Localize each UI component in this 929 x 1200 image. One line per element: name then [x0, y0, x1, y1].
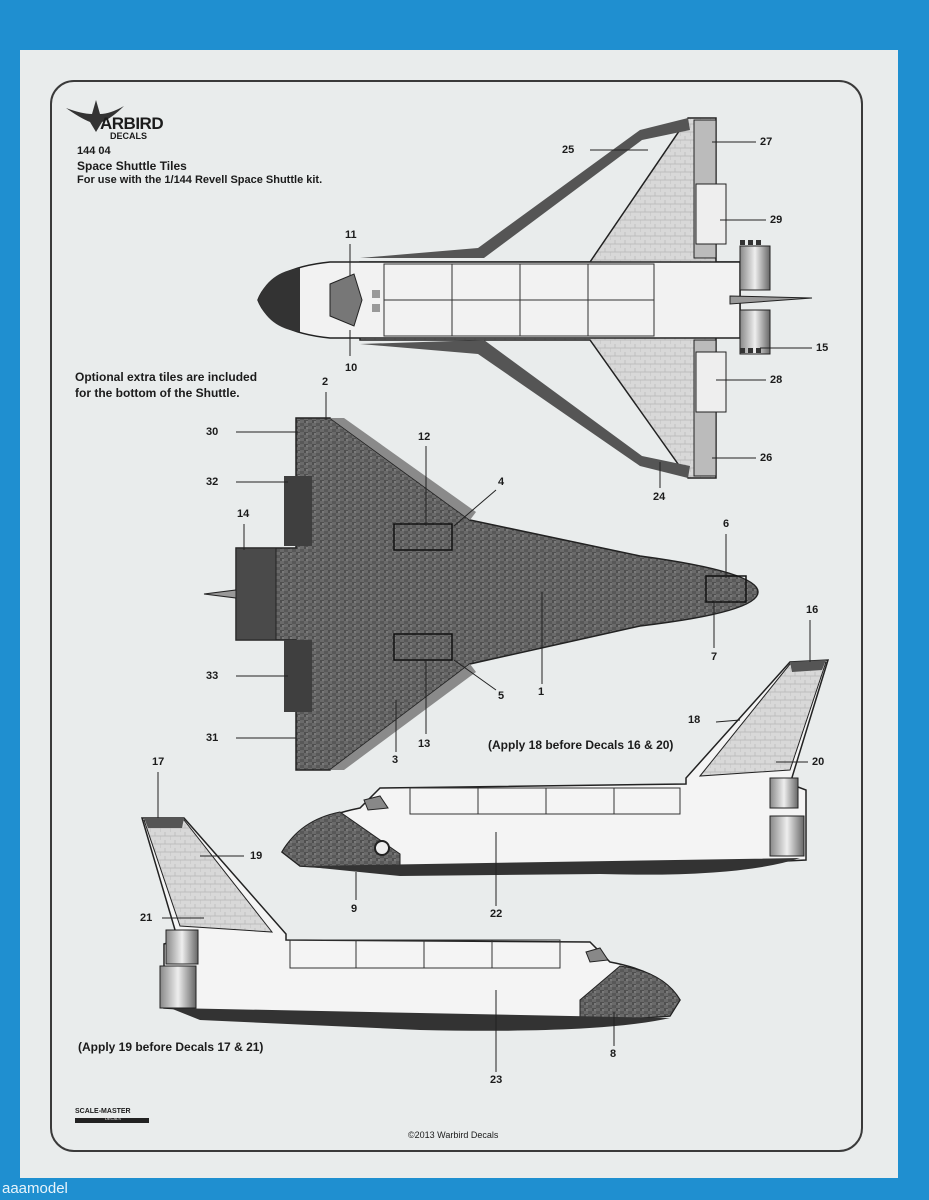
- note-line-2: for the bottom of the Shuttle.: [75, 386, 240, 400]
- callout-16: 16: [806, 604, 819, 616]
- scale-master-bar: DECALS: [75, 1116, 149, 1123]
- sheet-code: 144 04: [77, 145, 111, 157]
- callout-31: 31: [206, 732, 219, 744]
- callout-14: 14: [237, 508, 250, 520]
- sheet-subtitle: For use with the 1/144 Revell Space Shut…: [77, 174, 323, 186]
- callout-5: 5: [498, 690, 505, 702]
- scale-master-label: SCALE-MASTER: [75, 1108, 131, 1115]
- callout-26: 26: [760, 452, 773, 464]
- scale-master-sub: DECALS: [105, 1116, 122, 1121]
- callout-11: 11: [345, 229, 357, 241]
- callout-12: 12: [418, 431, 431, 443]
- shuttle-bottom-view: [203, 417, 759, 771]
- callout-30: 30: [206, 426, 219, 438]
- callout-20: 20: [812, 756, 825, 768]
- note-line-1: Optional extra tiles are included: [75, 370, 258, 384]
- shuttle-side-view-right: [140, 817, 681, 1031]
- callout-33: 33: [206, 670, 219, 682]
- callout-27: 27: [760, 136, 773, 148]
- callout-3: 3: [392, 754, 399, 766]
- callout-15: 15: [816, 342, 829, 354]
- callout-4: 4: [498, 476, 505, 488]
- warbird-logo-icon: [66, 100, 124, 132]
- apply-19-note: (Apply 19 before Decals 17 & 21): [78, 1040, 264, 1054]
- callout-22: 22: [490, 908, 503, 920]
- callout-18: 18: [688, 714, 701, 726]
- callout-6: 6: [723, 518, 730, 530]
- callout-19: 19: [250, 850, 263, 862]
- watermark: aaamodel: [2, 1180, 68, 1197]
- shuttle-side-view-left: [281, 659, 830, 876]
- sheet-title: Space Shuttle Tiles: [77, 159, 187, 173]
- callout-21: 21: [140, 912, 153, 924]
- callout-9: 9: [351, 903, 358, 915]
- callout-8: 8: [610, 1048, 617, 1060]
- callout-23: 23: [490, 1074, 503, 1086]
- callout-17: 17: [152, 756, 165, 768]
- callout-29: 29: [770, 214, 783, 226]
- copyright: ©2013 Warbird Decals: [408, 1130, 499, 1140]
- callout-13: 13: [418, 738, 431, 750]
- callout-25: 25: [562, 144, 575, 156]
- sheet-border: [50, 80, 863, 1152]
- callout-24: 24: [653, 491, 666, 503]
- callout-7: 7: [711, 651, 718, 663]
- callout-10: 10: [345, 362, 358, 374]
- callout-28: 28: [770, 374, 783, 386]
- brand-name: ARBIRD: [100, 114, 164, 133]
- apply-18-note: (Apply 18 before Decals 16 & 20): [488, 738, 674, 752]
- brand-sub: DECALS: [110, 131, 148, 141]
- leader-lines: [157, 141, 812, 1072]
- callout-32: 32: [206, 476, 219, 488]
- shuttle-top-view: [257, 117, 813, 479]
- callout-2: 2: [322, 376, 329, 388]
- scale-master-logo: SCALE-MASTER DECALS: [75, 1108, 151, 1124]
- callout-1: 1: [538, 686, 545, 698]
